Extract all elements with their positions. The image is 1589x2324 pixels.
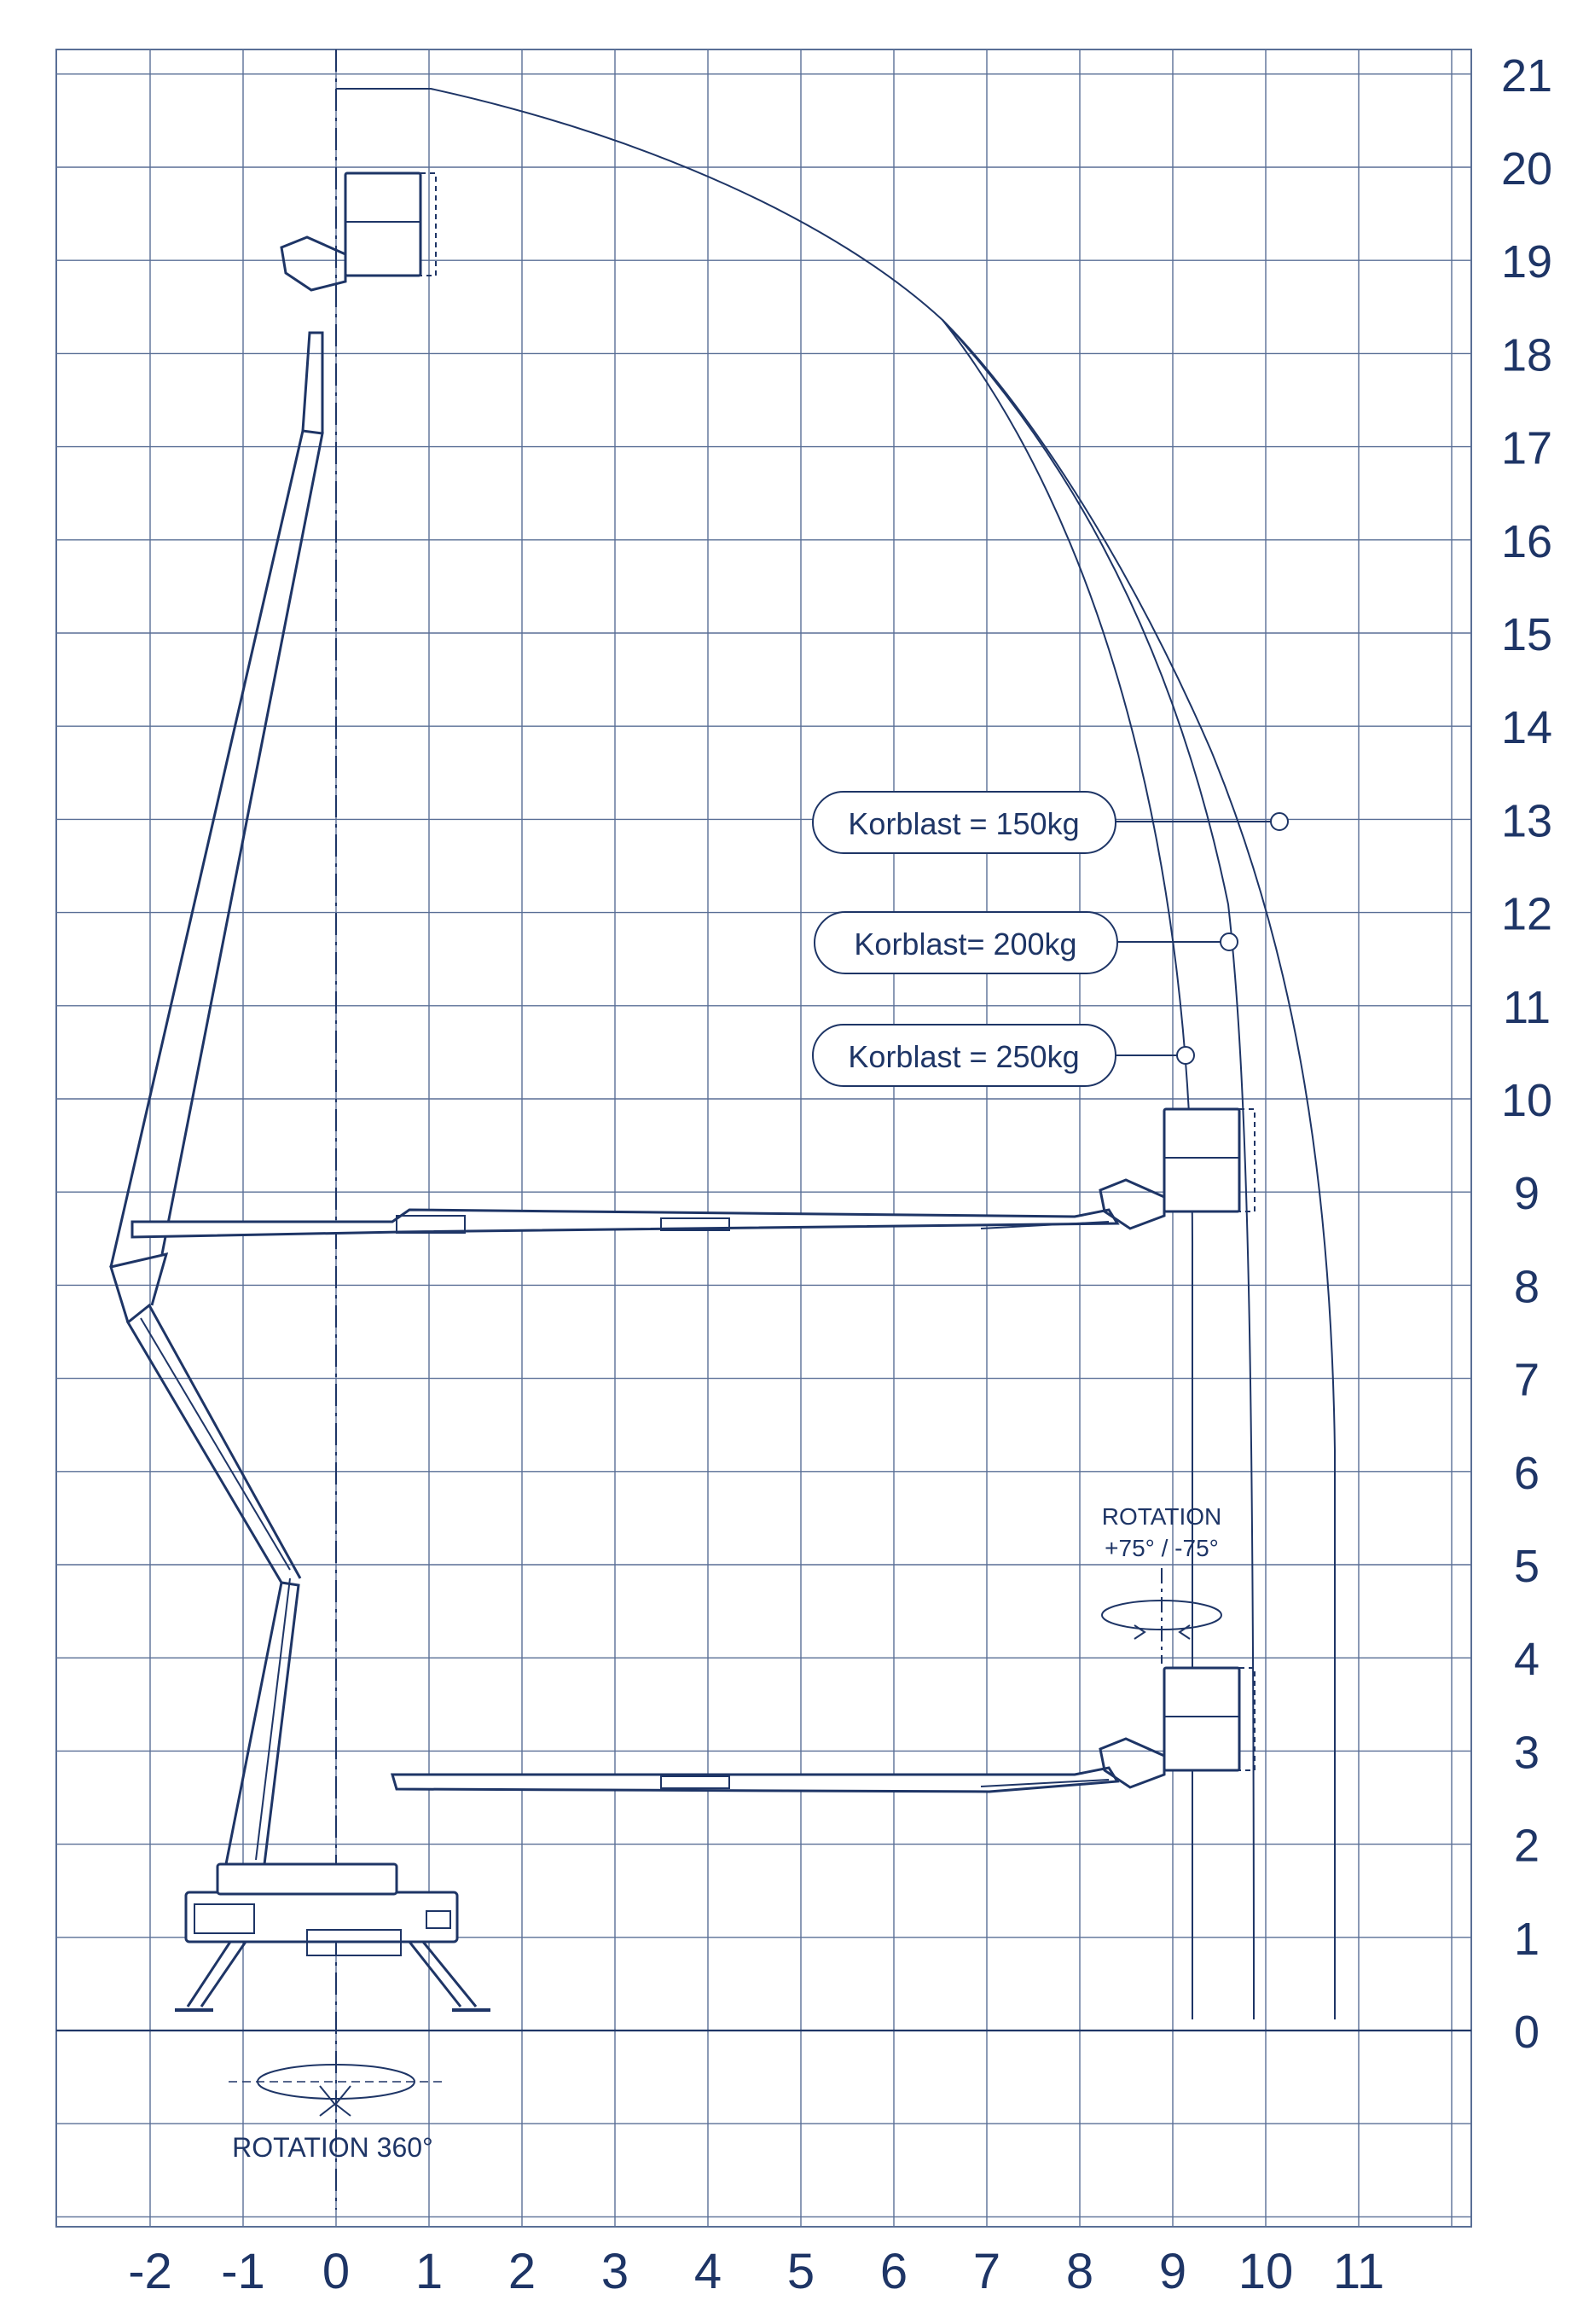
basket-middle	[1099, 1107, 1256, 1230]
y-tick-label: 16	[1501, 516, 1552, 567]
machine-base	[175, 1862, 490, 2012]
load-callout-250: Korblast = 250kg	[812, 1024, 1195, 1087]
y-tick-label: 4	[1514, 1634, 1540, 1685]
load-callout-200: Korblast= 200kg	[814, 911, 1238, 974]
basket-rotation-indicator: ROTATION +75° / -75°	[1101, 1503, 1222, 1664]
working-range-envelopes	[336, 88, 1336, 2020]
machine-mast	[109, 331, 324, 1865]
x-tick-label: 0	[322, 2244, 350, 2299]
y-tick-label: 12	[1501, 889, 1552, 940]
x-tick-label: 10	[1238, 2244, 1294, 2299]
y-tick-label: 17	[1501, 423, 1552, 474]
y-tick-label: 2	[1514, 1821, 1540, 1872]
y-tick-label: 6	[1514, 1448, 1540, 1499]
basket-rotation-title: ROTATION	[1102, 1503, 1222, 1530]
y-tick-label: 0	[1514, 2007, 1540, 2058]
y-tick-label: 20	[1501, 143, 1552, 195]
basket-rotation-range: +75° / -75°	[1105, 1535, 1219, 1561]
turret-rotation-label: ROTATION 360°	[232, 2132, 433, 2163]
machine-boom-retracted	[390, 1766, 1120, 1793]
x-tick-label: 4	[694, 2244, 722, 2299]
grid	[55, 49, 1472, 2228]
x-axis-labels: -2 -1 0 1 2 3 4 5 6 7 8 9 10 11	[128, 2244, 1384, 2299]
x-tick-label: 1	[415, 2244, 443, 2299]
machine-boom-extended	[130, 1208, 1120, 1239]
rotate-arrows-icon	[1101, 1600, 1222, 1630]
load-label-200: Korblast= 200kg	[854, 927, 1076, 962]
load-callout-150: Korblast = 150kg	[812, 791, 1289, 854]
y-tick-label: 5	[1514, 1541, 1540, 1592]
y-tick-label: 18	[1501, 329, 1552, 381]
marker-200kg	[1220, 933, 1238, 951]
marker-250kg	[1176, 1046, 1195, 1065]
x-tick-label: 2	[508, 2244, 536, 2299]
y-tick-label: 14	[1501, 702, 1552, 753]
y-tick-label: 11	[1503, 982, 1551, 1033]
y-tick-label: 9	[1514, 1168, 1540, 1219]
marker-150kg	[1270, 812, 1289, 831]
envelope-250kg	[336, 88, 1194, 2019]
load-label-250: Korblast = 250kg	[848, 1039, 1079, 1074]
x-tick-label: 5	[787, 2244, 815, 2299]
basket-top	[280, 171, 437, 292]
load-label-150: Korblast = 150kg	[848, 806, 1079, 841]
envelope-200kg	[942, 319, 1255, 2020]
basket-bottom	[1099, 1666, 1256, 1789]
y-tick-label: 10	[1501, 1075, 1552, 1126]
y-tick-label: 7	[1514, 1355, 1540, 1406]
turret-rotation-indicator: ROTATION 360°	[229, 2064, 444, 2163]
x-tick-label: 6	[880, 2244, 908, 2299]
grid-frame	[55, 49, 1472, 2228]
y-tick-label: 15	[1501, 609, 1552, 660]
y-tick-label: 8	[1514, 1261, 1540, 1312]
y-tick-label: 3	[1514, 1727, 1540, 1778]
y-tick-label: 1	[1514, 1914, 1540, 1965]
x-tick-label: 7	[973, 2244, 1000, 2299]
y-tick-label: 13	[1501, 795, 1552, 846]
x-tick-label: 8	[1066, 2244, 1093, 2299]
y-tick-label: 19	[1501, 236, 1552, 288]
x-tick-label: -2	[128, 2244, 172, 2299]
x-tick-label: 3	[601, 2244, 629, 2299]
envelope-150kg	[942, 319, 1336, 2019]
x-tick-label: 11	[1333, 2244, 1384, 2299]
y-tick-label: 21	[1501, 50, 1552, 102]
x-tick-label: 9	[1159, 2244, 1186, 2299]
x-tick-label: -1	[221, 2244, 265, 2299]
